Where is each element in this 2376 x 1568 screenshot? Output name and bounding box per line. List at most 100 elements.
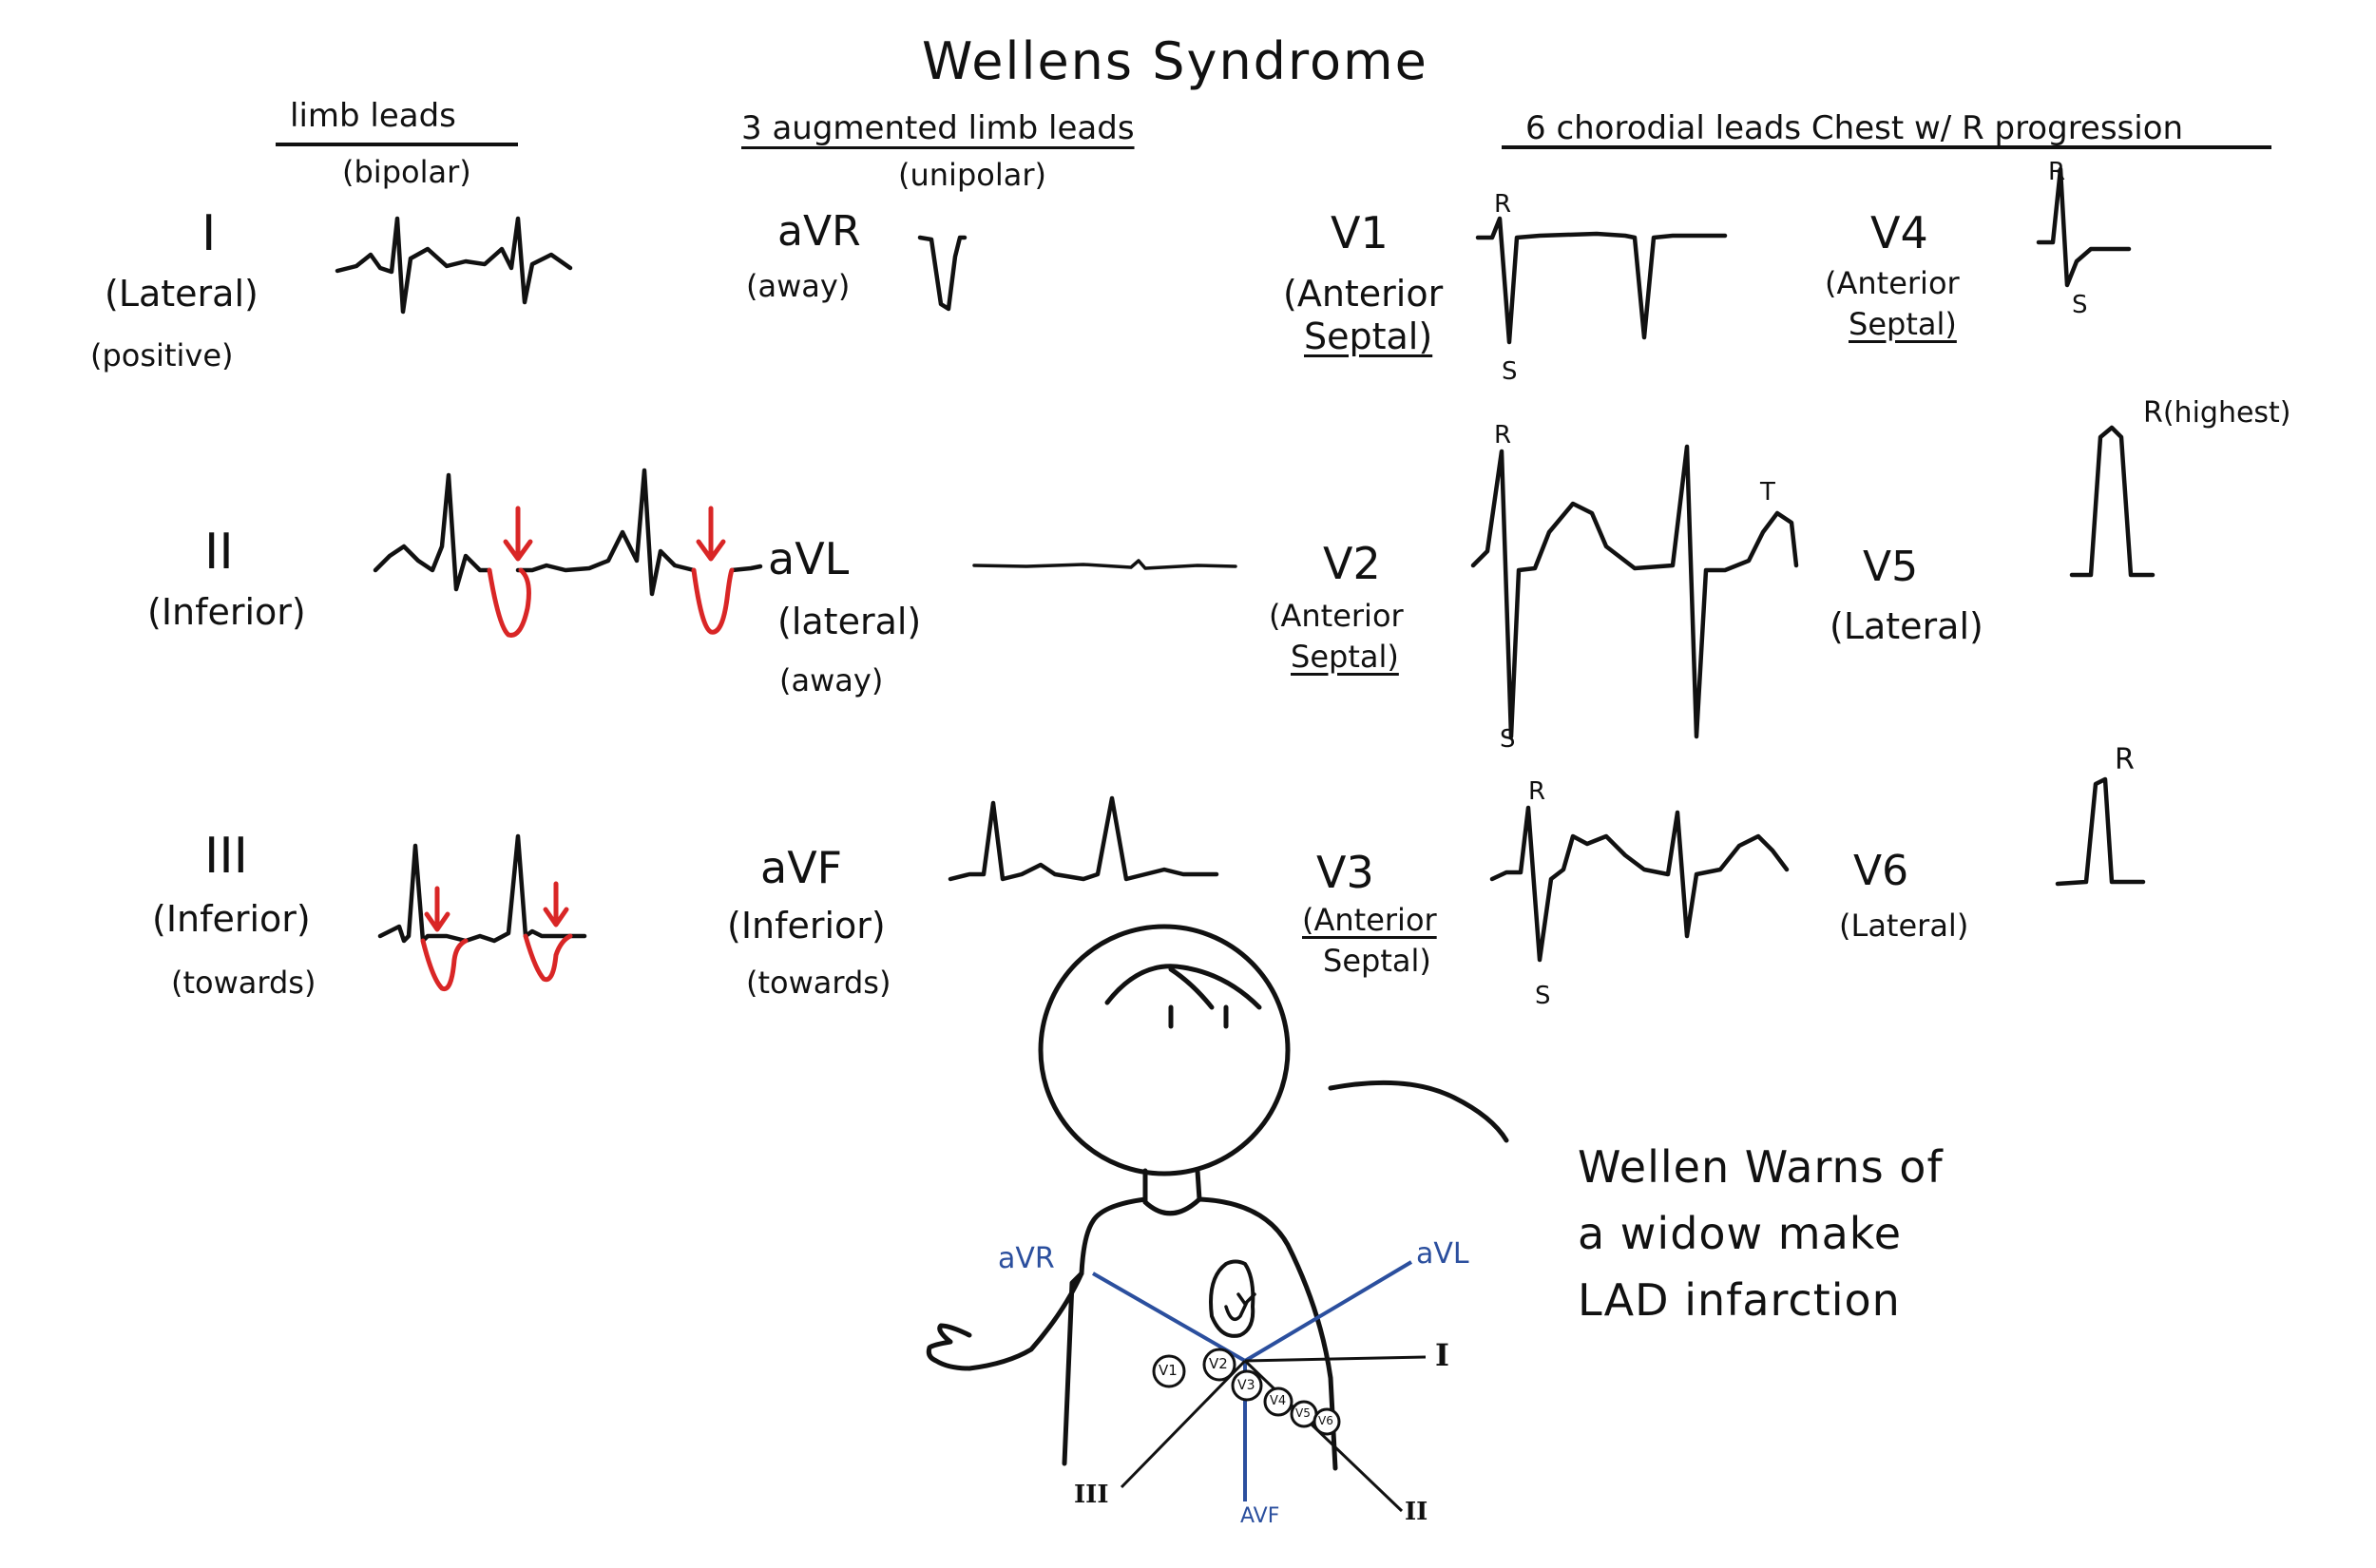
arrow-down-icon	[424, 886, 450, 932]
wave-label-S-V2: S	[1500, 725, 1516, 754]
axis-I	[1244, 1355, 1427, 1363]
axis-label-II: II	[1405, 1498, 1428, 1526]
arrow-down-icon	[543, 881, 569, 927]
lead-III-desc2: (towards)	[171, 965, 316, 1001]
lead-V2-name: V2	[1323, 538, 1381, 589]
electrode-label-V5: V5	[1295, 1406, 1311, 1420]
lead-II-name: II	[204, 524, 234, 581]
caption-line-3: LAD infarction	[1578, 1274, 1901, 1326]
page-title: Wellens Syndrome	[922, 31, 1428, 91]
axis-aVL	[1243, 1260, 1413, 1363]
lead-V6-desc: (Lateral)	[1839, 908, 1969, 944]
ecg-lead-I	[335, 216, 573, 315]
axis-label-III: III	[1074, 1481, 1109, 1509]
electrode-V3	[1231, 1369, 1263, 1402]
lead-aVL-name: aVL	[768, 533, 850, 584]
lead-V4-desc: (Anterior	[1825, 265, 1960, 301]
caption-line-2: a widow make	[1578, 1208, 1903, 1259]
axis-aVR	[1092, 1272, 1246, 1363]
lead-III-name: III	[204, 828, 249, 885]
arrow-down-icon	[696, 506, 726, 562]
ecg-lead-II-inverted-t-1	[487, 567, 531, 638]
axis-label-aVL: aVL	[1416, 1237, 1469, 1271]
electrode-label-V1: V1	[1159, 1362, 1178, 1379]
lead-V1-desc: (Anterior	[1283, 273, 1444, 315]
ecg-lead-II-inverted-t-2	[691, 567, 735, 635]
lead-aVR-name: aVR	[777, 207, 861, 256]
axis-II	[1243, 1359, 1404, 1513]
lead-V4-name: V4	[1870, 207, 1928, 258]
lead-aVF-desc2: (towards)	[746, 965, 891, 1001]
arrow-down-icon	[503, 506, 533, 562]
wave-label-R-V1: R	[1494, 190, 1512, 219]
wave-label-S-V3: S	[1535, 982, 1551, 1010]
lead-aVR-desc: (away)	[746, 268, 851, 304]
header-limb-leads: limb leads	[290, 97, 456, 135]
lead-V1-name: V1	[1331, 207, 1389, 258]
ecg-lead-V1	[1475, 216, 1728, 345]
figure-hair	[1104, 964, 1262, 1010]
electrode-V2	[1202, 1348, 1236, 1382]
ecg-lead-aVF	[948, 795, 1219, 882]
header-augmented-sub: (unipolar)	[898, 157, 1046, 193]
electrode-label-V3: V3	[1237, 1378, 1255, 1393]
lead-aVF-name: aVF	[760, 842, 843, 893]
lead-V3-desc: (Anterior	[1302, 902, 1437, 938]
lead-aVL-desc: (lateral)	[777, 601, 922, 642]
figure-arm-left	[926, 1271, 1084, 1371]
ecg-lead-V3	[1489, 805, 1790, 963]
electrode-V6	[1313, 1407, 1341, 1436]
lead-V5-name: V5	[1863, 543, 1919, 591]
lead-aVL-desc2: (away)	[779, 662, 884, 698]
heart-arrow-icon	[1224, 1292, 1256, 1322]
heart-icon	[1209, 1259, 1255, 1338]
speech-line	[1328, 1080, 1509, 1143]
header-limb-sub: (bipolar)	[342, 154, 471, 190]
ecg-lead-aVR	[917, 235, 968, 312]
caption-line-1: Wellen Warns of	[1578, 1141, 1944, 1193]
electrode-label-V4: V4	[1270, 1394, 1287, 1408]
lead-V3-name: V3	[1316, 847, 1374, 898]
figure-head	[1038, 924, 1291, 1176]
header-augmented: 3 augmented limb leads	[741, 109, 1135, 147]
ecg-lead-V6	[2055, 776, 2146, 887]
figure-collar	[1142, 1196, 1202, 1216]
lead-I-desc2: (positive)	[90, 337, 234, 373]
lead-V3-desc2: Septal)	[1323, 943, 1431, 979]
axis-label-aVF: AVF	[1240, 1504, 1280, 1528]
ecg-lead-III-inverted-t-1	[420, 938, 469, 992]
stick-figure	[926, 924, 1509, 1471]
wave-label-S-V1: S	[1502, 357, 1518, 386]
lead-aVF-desc: (Inferior)	[727, 905, 886, 947]
electrode-V4	[1263, 1386, 1293, 1417]
axis-III	[1120, 1359, 1247, 1489]
wave-label-T-V2: T	[1760, 478, 1775, 507]
ecg-lead-V4	[2036, 166, 2132, 288]
electrode-group	[1152, 1348, 1341, 1436]
axis-label-aVR: aVR	[998, 1242, 1055, 1275]
lead-V2-desc: (Anterior	[1269, 598, 1404, 634]
wave-label-R-V2: R	[1494, 421, 1512, 449]
wave-label-R-V6: R	[2115, 743, 2135, 776]
lead-V4-desc2: Septal)	[1849, 306, 1957, 342]
lead-V2-desc2: Septal)	[1291, 639, 1399, 675]
electrode-label-V2: V2	[1209, 1355, 1228, 1372]
figure-body-right	[1197, 1196, 1338, 1471]
ecg-lead-V2	[1470, 444, 1799, 739]
lead-II-desc: (Inferior)	[147, 591, 306, 633]
ecg-lead-II	[373, 468, 763, 597]
wave-label-R-V3: R	[1528, 777, 1546, 806]
electrode-label-V6: V6	[1318, 1414, 1333, 1427]
axis-label-I: I	[1435, 1337, 1449, 1373]
lead-V1-desc2: Septal)	[1304, 316, 1433, 357]
lead-V6-name: V6	[1853, 847, 1909, 895]
ecg-lead-III-inverted-t-2	[523, 933, 573, 983]
electrode-V1	[1152, 1354, 1186, 1388]
figure-body-left	[1062, 1196, 1148, 1466]
wave-label-R-highest: R(highest)	[2143, 396, 2291, 430]
lead-I-name: I	[201, 205, 217, 262]
lead-I-desc: (Lateral)	[105, 273, 259, 315]
wave-label-R-V4: R	[2048, 158, 2066, 186]
header-chest: 6 chorodial leads Chest w/ R progression	[1525, 109, 2184, 147]
